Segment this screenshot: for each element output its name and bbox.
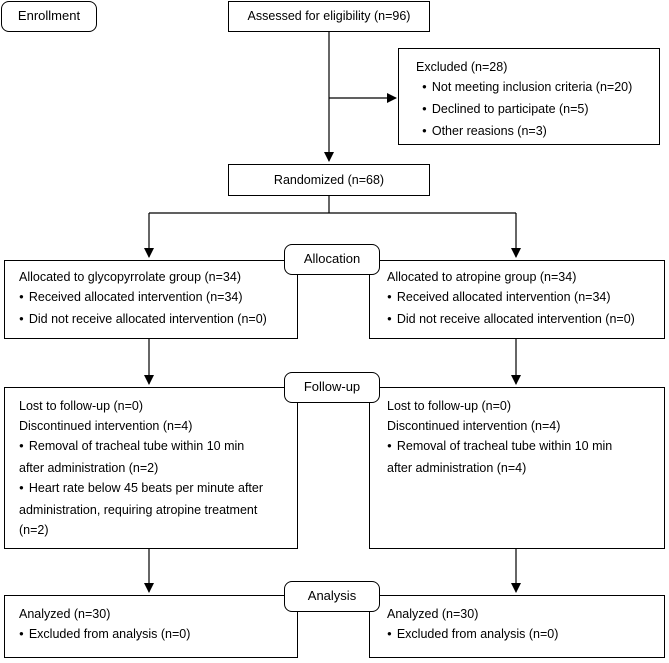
assessed-box: Assessed for eligibility (n=96) (228, 1, 430, 32)
stage-followup: Follow-up (284, 372, 380, 403)
stage-analysis: Analysis (284, 581, 380, 612)
left-analysis-title: Analyzed (n=30) (19, 607, 111, 621)
right-analysis-item: Excluded from analysis (n=0) (387, 624, 664, 646)
excluded-item: Declined to participate (n=5) (416, 99, 659, 121)
left-allocation-item: Did not receive allocated intervention (… (19, 309, 297, 331)
excluded-item: Not meeting inclusion criteria (n=20) (416, 77, 659, 99)
assessed-text: Assessed for eligibility (n=96) (247, 9, 411, 23)
right-followup-reason-cont: after administration (n=4) (387, 461, 527, 475)
left-allocation-item: Received allocated intervention (n=34) (19, 287, 297, 309)
right-allocation-item: Received allocated intervention (n=34) (387, 287, 664, 309)
left-followup-lost: Lost to follow-up (n=0) (19, 399, 144, 413)
left-allocation-title: Allocated to glycopyrrolate group (n=34) (19, 270, 242, 284)
stage-analysis-label: Analysis (307, 588, 357, 603)
stage-followup-label: Follow-up (303, 379, 361, 394)
stage-allocation-label: Allocation (303, 251, 361, 266)
right-analysis-title: Analyzed (n=30) (387, 607, 479, 621)
right-followup-box: Lost to follow-up (n=0) Discontinued int… (369, 387, 665, 549)
left-followup-reason-cont: after administration (n=2) (19, 461, 159, 475)
excluded-title: Excluded (n=28) (416, 60, 508, 74)
right-followup-discontinued: Discontinued intervention (n=4) (387, 419, 561, 433)
left-analysis-box: Analyzed (n=30) Excluded from analysis (… (4, 595, 298, 658)
excluded-item: Other reasions (n=3) (416, 121, 659, 143)
right-followup-reason: Removal of tracheal tube within 10 min (387, 436, 664, 458)
randomized-box: Randomized (n=68) (228, 164, 430, 196)
left-followup-box: Lost to follow-up (n=0) Discontinued int… (4, 387, 298, 549)
right-followup-lost: Lost to follow-up (n=0) (387, 399, 512, 413)
left-followup-reason: Heart rate below 45 beats per minute aft… (19, 478, 297, 500)
left-followup-reason-cont: administration, requiring atropine treat… (19, 503, 258, 517)
right-analysis-box: Analyzed (n=30) Excluded from analysis (… (369, 595, 665, 658)
left-allocation-box: Allocated to glycopyrrolate group (n=34)… (4, 260, 298, 339)
stage-enrollment: Enrollment (1, 1, 97, 32)
left-followup-reason: Removal of tracheal tube within 10 min (19, 436, 297, 458)
left-followup-reason-cont: (n=2) (19, 523, 49, 537)
randomized-text: Randomized (n=68) (273, 173, 385, 187)
right-allocation-title: Allocated to atropine group (n=34) (387, 270, 577, 284)
right-allocation-item: Did not receive allocated intervention (… (387, 309, 664, 331)
excluded-box: Excluded (n=28) Not meeting inclusion cr… (398, 48, 660, 145)
left-followup-discontinued: Discontinued intervention (n=4) (19, 419, 193, 433)
stage-allocation: Allocation (284, 244, 380, 275)
right-allocation-box: Allocated to atropine group (n=34) Recei… (369, 260, 665, 339)
left-analysis-item: Excluded from analysis (n=0) (19, 624, 297, 646)
stage-enrollment-label: Enrollment (17, 8, 81, 23)
